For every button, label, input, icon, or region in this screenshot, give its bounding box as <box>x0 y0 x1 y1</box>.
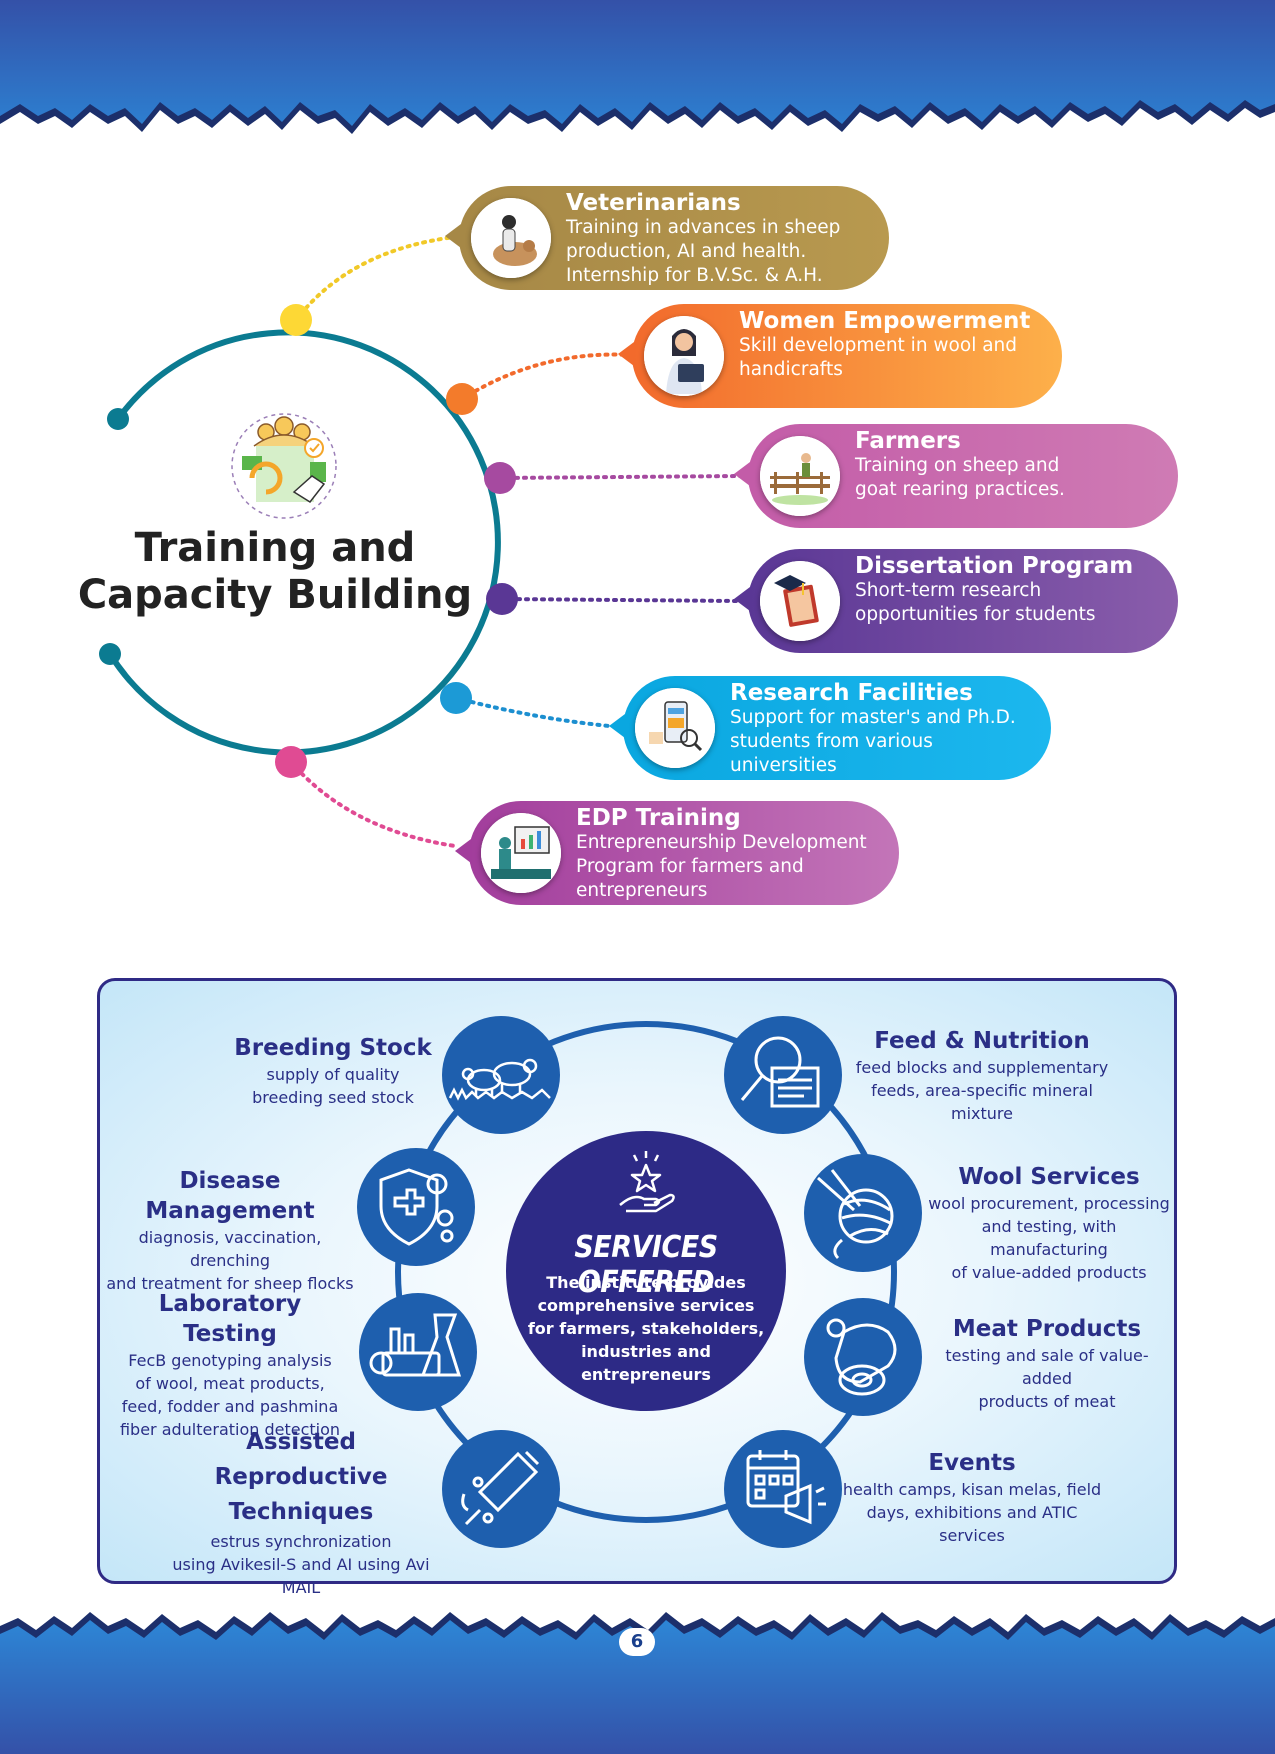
pill-title: Veterinarians <box>566 190 741 216</box>
service-desc: wool procurement, processing and testing… <box>928 1194 1170 1282</box>
yarn-ball-icon <box>804 1154 922 1272</box>
top-banner <box>0 0 1275 134</box>
pill-arrow <box>445 224 461 248</box>
pill-edp-training: EDP Training Entrepreneurship Developmen… <box>455 801 899 905</box>
service-desc: testing and sale of value-added products… <box>945 1346 1149 1411</box>
training-arc-diagram <box>99 235 742 848</box>
calendar-megaphone-icon <box>724 1430 842 1548</box>
pill-title: EDP Training <box>576 805 741 831</box>
pill-dissertation-program: Dissertation Program Short-term research… <box>734 549 1178 653</box>
pill-arrow <box>734 587 750 611</box>
services-center-desc: The institute provides comprehensive ser… <box>527 1273 765 1384</box>
research-tablet-icon <box>635 688 715 768</box>
training-title: Training and Capacity Building <box>60 525 490 619</box>
service-wool-services: Wool Services wool procurement, processi… <box>924 1162 1174 1284</box>
service-breeding-stock: Breeding Stock supply of quality breedin… <box>213 1033 453 1109</box>
service-title: Assisted Reproductive Techniques <box>214 1429 388 1525</box>
pill-desc: Skill development in wool and handicraft… <box>739 335 1018 380</box>
page-number: 6 <box>619 1628 655 1656</box>
pill-title: Women Empowerment <box>739 308 1031 334</box>
service-feed-nutrition: Feed & Nutrition feed blocks and supplem… <box>842 1026 1122 1125</box>
services-center-disc: SERVICES OFFERED The institute provides … <box>506 1131 786 1411</box>
service-title: Events <box>928 1450 1016 1476</box>
pill-women-empowerment: Women Empowerment Skill development in w… <box>618 304 1062 408</box>
hand-star-icon <box>619 1151 675 1213</box>
service-title: Disease Management <box>145 1168 315 1224</box>
service-title: Wool Services <box>958 1164 1140 1190</box>
pill-arrow <box>609 714 625 738</box>
pill-title: Farmers <box>855 428 961 454</box>
magnifier-feed-icon <box>724 1016 842 1134</box>
lab-glassware-icon <box>359 1293 477 1411</box>
pill-desc: Support for master's and Ph.D. students … <box>730 707 1016 776</box>
shield-virus-icon <box>357 1148 475 1266</box>
service-laboratory-testing: Laboratory Testing FecB genotyping analy… <box>110 1289 350 1441</box>
pill-desc: Training in advances in sheep production… <box>566 217 841 286</box>
service-desc: FecB genotyping analysis of wool, meat p… <box>119 1351 341 1439</box>
farmer-fence-icon <box>760 436 840 516</box>
pill-research-facilities: Research Facilities Support for master's… <box>609 676 1051 780</box>
service-title: Laboratory Testing <box>158 1291 302 1347</box>
meat-icon <box>804 1298 922 1416</box>
pill-farmers: Farmers Training on sheep and goat reari… <box>734 424 1178 528</box>
syringe-icon <box>442 1430 560 1548</box>
pill-desc: Short-term research opportunities for st… <box>855 580 1096 625</box>
teamwork-handshake-icon <box>231 413 337 519</box>
bottom-banner <box>0 1612 1275 1754</box>
service-desc: supply of quality breeding seed stock <box>252 1065 414 1107</box>
service-title: Meat Products <box>952 1316 1142 1342</box>
training-title-line2: Capacity Building <box>77 572 473 618</box>
service-desc: diagnosis, vaccination, drenching and tr… <box>106 1228 354 1293</box>
sheep-flock-icon <box>442 1016 560 1134</box>
pill-arrow <box>455 839 471 863</box>
pill-arrow <box>618 342 634 366</box>
service-title: Feed & Nutrition <box>874 1028 1090 1054</box>
service-meat-products: Meat Products testing and sale of value-… <box>922 1314 1172 1413</box>
services-center-title: SERVICES OFFERED <box>574 1230 718 1300</box>
pill-desc: Entrepreneurship Development Program for… <box>576 832 867 901</box>
pill-veterinarians: Veterinarians Training in advances in sh… <box>445 186 889 290</box>
service-desc: health camps, kisan melas, field days, e… <box>842 1480 1102 1545</box>
presentation-board-icon <box>481 813 561 893</box>
pill-desc: Training on sheep and goat rearing pract… <box>855 455 1065 500</box>
graduation-book-icon <box>760 561 840 641</box>
pill-arrow <box>734 462 750 486</box>
service-desc: estrus synchronization using Avikesil-S … <box>172 1532 430 1597</box>
service-title: Breeding Stock <box>234 1035 432 1061</box>
veterinarian-icon <box>471 198 551 278</box>
service-desc: feed blocks and supplementary feeds, are… <box>855 1058 1109 1123</box>
service-disease-management: Disease Management diagnosis, vaccinatio… <box>100 1166 360 1295</box>
training-title-line1: Training and <box>134 525 416 571</box>
pill-title: Research Facilities <box>730 680 973 706</box>
service-assisted-reproductive: Assisted Reproductive Techniques estrus … <box>158 1425 444 1599</box>
woman-laptop-icon <box>644 316 724 396</box>
pill-title: Dissertation Program <box>855 553 1134 579</box>
service-events: Events health camps, kisan melas, field … <box>832 1448 1112 1547</box>
